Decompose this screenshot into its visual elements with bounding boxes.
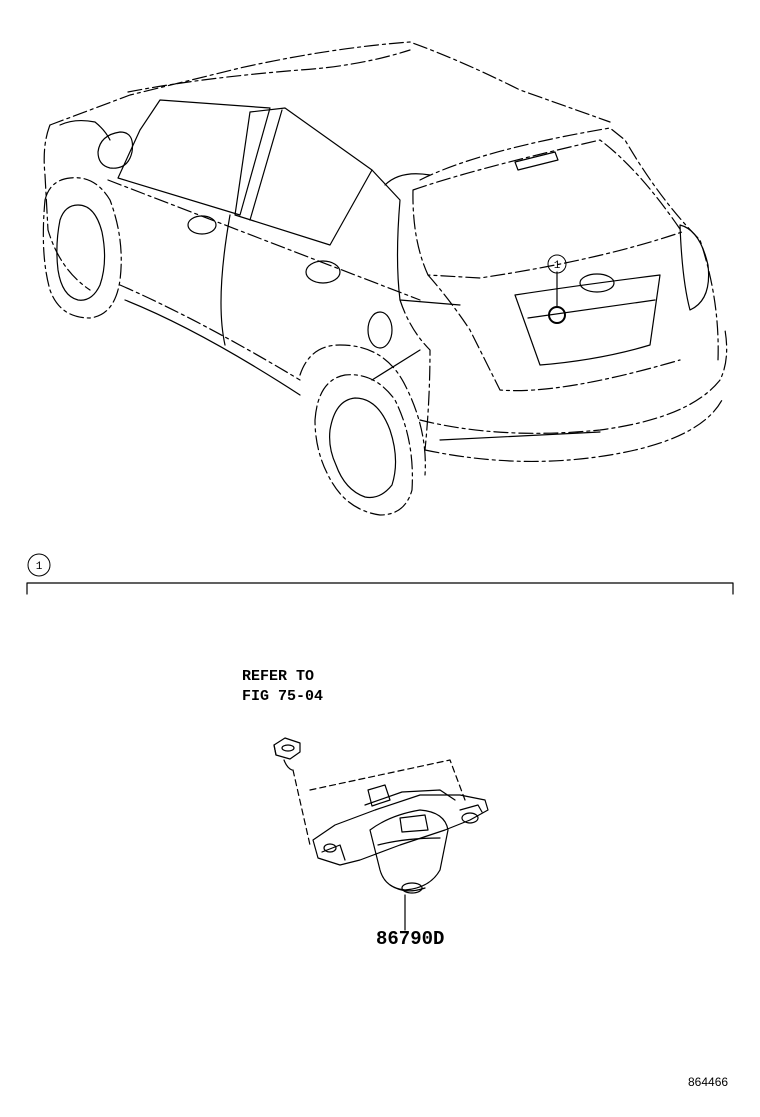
section-callout-number: 1	[36, 561, 43, 573]
reference-note-line2: FIG 75-04	[242, 688, 324, 705]
camera-assembly-drawing	[273, 737, 489, 931]
car-callout-number: 1	[554, 260, 561, 272]
car-illustration	[42, 41, 728, 516]
part-number-label: 86790D	[376, 928, 445, 950]
reference-note: REFER TO FIG 75-04	[242, 667, 323, 707]
section-bracket	[26, 553, 734, 595]
screw-icon	[273, 737, 301, 771]
reference-note-line1: REFER TO	[242, 668, 315, 685]
figure-id: 864466	[688, 1075, 729, 1089]
